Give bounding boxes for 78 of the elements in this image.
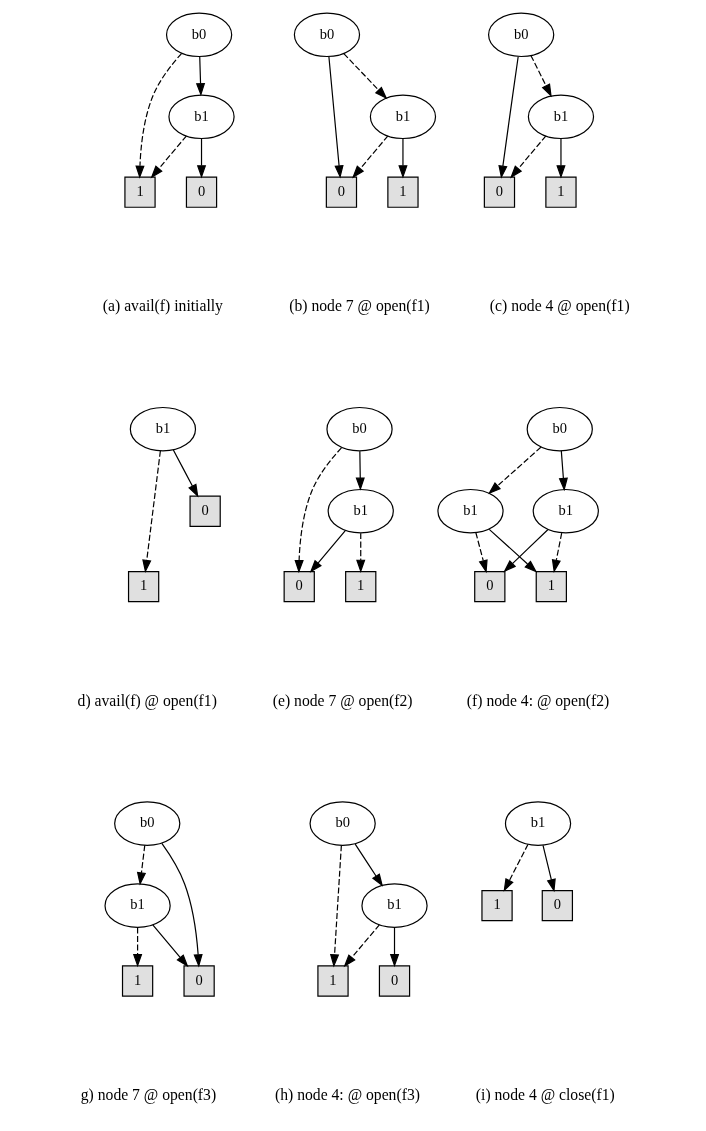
node-box: 1 xyxy=(386,176,419,208)
node-box: 1 xyxy=(123,176,156,208)
node-box: 1 xyxy=(544,176,577,208)
node-ellipse: b0 xyxy=(308,801,376,846)
arrow xyxy=(342,53,387,100)
node-ellipse: b1 xyxy=(527,94,594,140)
arrow xyxy=(558,450,568,492)
node-ellipse: b1 xyxy=(532,488,599,534)
arrow xyxy=(196,138,206,179)
label: (a) avail(f) initially xyxy=(102,297,223,315)
node-box: 1 xyxy=(127,570,159,603)
arrow xyxy=(551,532,562,573)
label: (h) node 4: @ open(f3) xyxy=(274,1086,420,1104)
node-ellipse: b1 xyxy=(129,406,196,452)
node-box: 0 xyxy=(483,176,515,208)
arrow xyxy=(132,926,142,968)
arrow xyxy=(488,528,537,573)
label: (i) node 4 @ close(f1) xyxy=(475,1086,615,1104)
node-ellipse: b1 xyxy=(504,801,571,846)
arrow xyxy=(355,532,365,573)
node-ellipse: b1 xyxy=(103,883,171,928)
node-box: 0 xyxy=(283,570,315,603)
node-box: 0 xyxy=(182,965,215,997)
arrow xyxy=(355,450,365,491)
node-ellipse: b1 xyxy=(167,94,235,140)
arrow xyxy=(509,135,546,179)
node-ellipse: b1 xyxy=(360,883,428,928)
node-box: 0 xyxy=(473,570,505,603)
arrow xyxy=(293,447,342,574)
node-box: 1 xyxy=(480,889,513,922)
arrow xyxy=(327,55,344,179)
label: (c) node 4 @ open(f1) xyxy=(489,297,630,315)
arrow xyxy=(397,138,408,179)
node-ellipse: b1 xyxy=(436,488,504,534)
node-box: 0 xyxy=(185,176,217,208)
arrow xyxy=(474,532,488,574)
label: (f) node 4: @ open(f2) xyxy=(466,691,609,709)
label: (b) node 7 @ open(f1) xyxy=(288,297,430,315)
node-ellipse: b1 xyxy=(327,488,394,534)
node-box: 0 xyxy=(188,495,221,527)
label: g) node 7 @ open(f3) xyxy=(80,1086,216,1104)
arrow xyxy=(195,56,205,97)
arrow xyxy=(329,844,342,968)
arrow xyxy=(351,135,388,179)
arrow xyxy=(354,843,383,887)
node-ellipse: b0 xyxy=(325,406,393,452)
label: d) avail(f) @ open(f1) xyxy=(77,691,217,709)
node-ellipse: b0 xyxy=(113,801,180,846)
arrow xyxy=(529,55,552,98)
arrow xyxy=(160,842,203,968)
node-ellipse: b0 xyxy=(293,12,360,58)
node-ellipse: b0 xyxy=(165,12,232,58)
arrow xyxy=(487,446,541,495)
arrow xyxy=(541,844,556,893)
arrow xyxy=(134,52,182,179)
arrow xyxy=(172,449,198,498)
arrow xyxy=(141,450,161,573)
arrow xyxy=(502,529,548,573)
arrow xyxy=(309,529,346,573)
node-ellipse: b0 xyxy=(526,406,593,452)
node-box: 1 xyxy=(121,965,153,997)
label: (e) node 7 @ open(f2) xyxy=(272,691,413,709)
node-box: 0 xyxy=(378,965,410,997)
arrow xyxy=(497,56,519,179)
arrow xyxy=(503,843,528,892)
arrow xyxy=(343,924,380,968)
node-box: 0 xyxy=(325,176,357,208)
node-box: 1 xyxy=(535,570,567,603)
arrow xyxy=(151,924,189,968)
node-box: 1 xyxy=(316,965,349,997)
arrow xyxy=(136,844,146,886)
arrow xyxy=(389,926,399,968)
node-ellipse: b1 xyxy=(369,94,436,140)
arrow xyxy=(555,138,566,179)
node-ellipse: b0 xyxy=(487,12,554,58)
node-box: 0 xyxy=(541,889,573,922)
node-box: 1 xyxy=(344,570,376,603)
arrow xyxy=(150,135,187,179)
